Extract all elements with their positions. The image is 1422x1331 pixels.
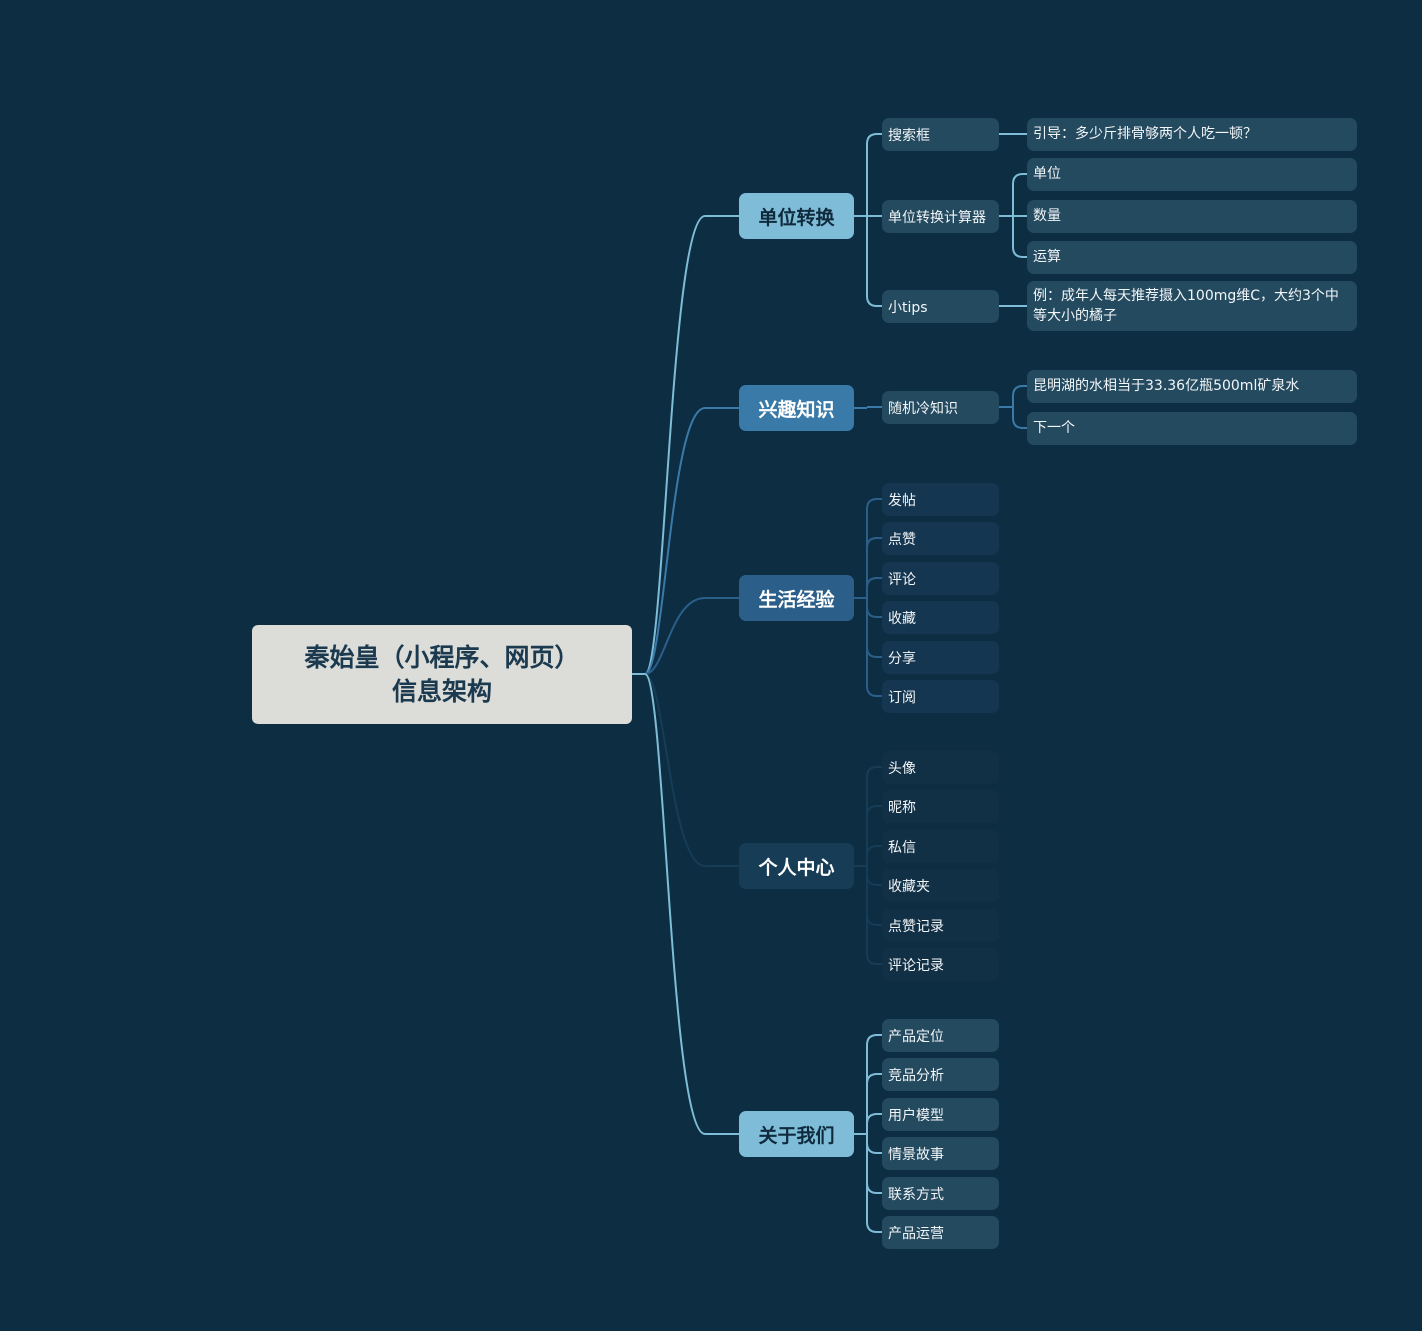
- subtopic-node[interactable]: 发帖: [882, 483, 999, 516]
- subtopic-node[interactable]: 联系方式: [882, 1177, 999, 1210]
- subtopic-node[interactable]: 搜索框: [882, 118, 999, 151]
- subtopic-node[interactable]: 评论: [882, 562, 999, 595]
- branch-node[interactable]: 关于我们: [739, 1111, 854, 1157]
- subtopic-node[interactable]: 单位转换计算器: [882, 200, 999, 233]
- root-title-line2: 信息架构: [391, 676, 492, 706]
- subtopic-node[interactable]: 头像: [882, 751, 999, 784]
- root-title-line1: 秦始皇（小程序、网页）: [304, 642, 580, 672]
- detail-node[interactable]: 下一个: [1027, 411, 1357, 445]
- subtopic-node[interactable]: 竞品分析: [882, 1058, 999, 1091]
- subtopic-node[interactable]: 情景故事: [882, 1137, 999, 1170]
- subtopic-node[interactable]: 用户模型: [882, 1098, 999, 1131]
- detail-node[interactable]: 运算: [1027, 240, 1357, 274]
- subtopic-node[interactable]: 昵称: [882, 790, 999, 823]
- branch-node[interactable]: 兴趣知识: [739, 385, 854, 431]
- subtopic-node[interactable]: 分享: [882, 641, 999, 674]
- subtopic-node[interactable]: 随机冷知识: [882, 391, 999, 424]
- branch-node[interactable]: 单位转换: [739, 193, 854, 239]
- subtopic-node[interactable]: 私信: [882, 830, 999, 863]
- subtopic-node[interactable]: 收藏夹: [882, 869, 999, 902]
- branch-node[interactable]: 生活经验: [739, 575, 854, 621]
- detail-node[interactable]: 引导：多少斤排骨够两个人吃一顿？: [1027, 117, 1357, 151]
- detail-node[interactable]: 单位: [1027, 157, 1357, 191]
- subtopic-node[interactable]: 小tips: [882, 290, 999, 323]
- detail-node[interactable]: 昆明湖的水相当于33.36亿瓶500ml矿泉水: [1027, 369, 1357, 403]
- detail-node[interactable]: 数量: [1027, 199, 1357, 233]
- root-node[interactable]: 秦始皇（小程序、网页） 信息架构: [252, 625, 632, 724]
- subtopic-node[interactable]: 评论记录: [882, 948, 999, 981]
- subtopic-node[interactable]: 订阅: [882, 680, 999, 713]
- subtopic-node[interactable]: 收藏: [882, 601, 999, 634]
- detail-node[interactable]: 例：成年人每天推荐摄入100mg维C，大约3个中等大小的橘子: [1027, 281, 1357, 331]
- subtopic-node[interactable]: 点赞: [882, 522, 999, 555]
- subtopic-node[interactable]: 产品运营: [882, 1216, 999, 1249]
- branch-node[interactable]: 个人中心: [739, 843, 854, 889]
- subtopic-node[interactable]: 点赞记录: [882, 909, 999, 942]
- subtopic-node[interactable]: 产品定位: [882, 1019, 999, 1052]
